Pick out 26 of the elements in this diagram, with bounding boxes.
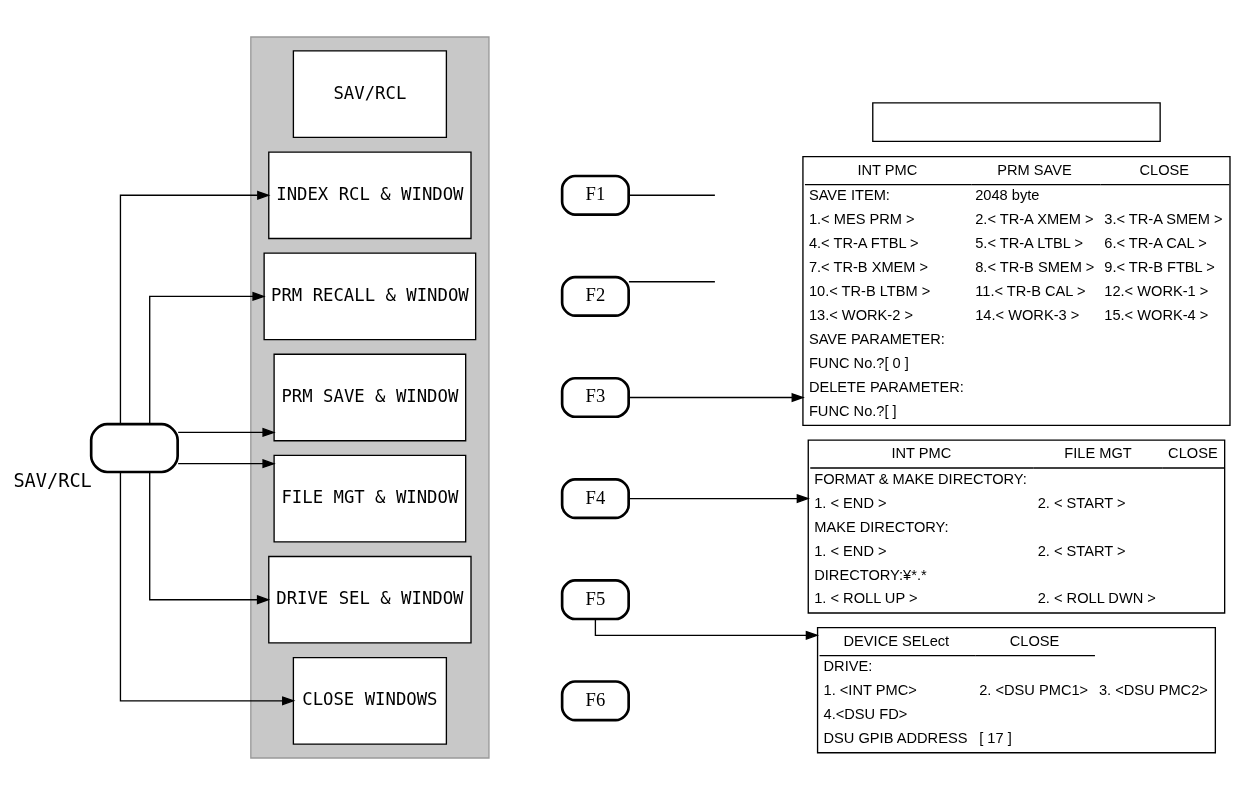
node-box: [89, 422, 179, 474]
arrow: [149, 471, 271, 605]
node-box: SAV/RCL: [292, 50, 448, 139]
node-box: CLOSE WINDOWS: [292, 656, 448, 745]
node-box: DRIVE SEL & WINDOW: [268, 555, 472, 644]
connector: [628, 194, 716, 196]
node-label: SAV/RCL: [13, 469, 92, 491]
arrow: [119, 471, 296, 706]
node-box: F1: [560, 174, 630, 216]
node-box: F6: [560, 680, 630, 722]
node-box: F3: [560, 376, 630, 419]
node-box: F4: [560, 478, 630, 520]
node-box: INDEX RCL & WINDOW: [268, 151, 472, 240]
node-box: F2: [560, 275, 630, 317]
connector: [628, 281, 716, 283]
node-box: PRM RECALL & WINDOW: [263, 252, 477, 341]
arrow: [149, 291, 266, 425]
arrow: [177, 459, 276, 469]
arrow: [628, 493, 810, 504]
node-box: F5: [560, 579, 630, 621]
arrow: [177, 427, 276, 438]
arrow: [628, 392, 805, 403]
node-box: FILE MGT & WINDOW: [273, 454, 467, 543]
node-box: [872, 102, 1161, 143]
node-box: PRM SAVE & WINDOW: [273, 353, 467, 442]
arrow: [119, 190, 271, 425]
